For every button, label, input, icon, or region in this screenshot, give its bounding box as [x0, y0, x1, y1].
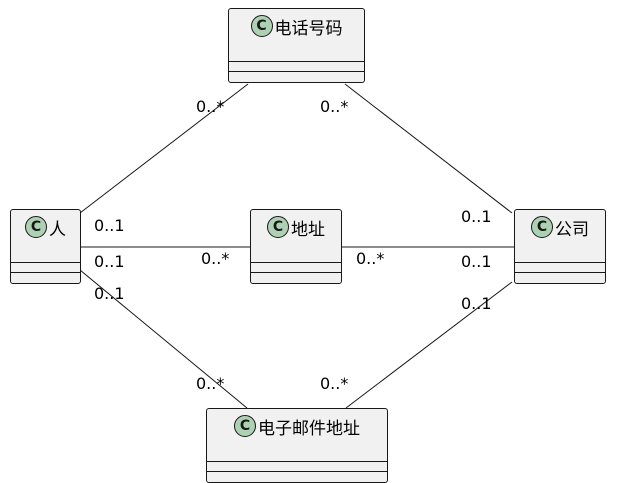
assoc-company-phone [344, 83, 513, 214]
class-stereotype-icon: C [234, 415, 256, 437]
method-separator [229, 71, 364, 72]
mult-company-phone: 0..* [320, 97, 349, 116]
class-name-person: 人 [49, 219, 66, 240]
class-name-company: 公司 [555, 219, 589, 240]
class-address[interactable]: C 地址 [250, 209, 342, 284]
mult-company-upper: 0..1 [461, 207, 492, 226]
assoc-person-email [79, 269, 248, 409]
class-company[interactable]: C 公司 [514, 209, 606, 284]
attribute-separator [207, 461, 387, 462]
mult-person-upper: 0..1 [94, 216, 125, 235]
mult-address-company-target: 0..1 [461, 252, 492, 271]
attribute-separator [11, 262, 80, 263]
attribute-separator [251, 262, 341, 263]
class-name-phone: 电话号码 [274, 18, 343, 39]
assoc-person-phone [79, 83, 249, 214]
class-name-address: 地址 [291, 219, 325, 240]
mult-person-address-source: 0..1 [94, 252, 125, 271]
mult-person-phone: 0..* [196, 97, 225, 116]
mult-company-email-source: 0..1 [461, 294, 492, 313]
class-stereotype-icon: C [25, 216, 47, 238]
mult-company-email-target: 0..* [320, 374, 349, 393]
mult-person-address-target: 0..* [201, 249, 230, 268]
mult-address-company-source: 0..* [356, 249, 385, 268]
assoc-company-email [345, 281, 513, 409]
class-stereotype-icon: C [250, 15, 273, 37]
class-phone[interactable]: C 电话号码 [228, 8, 365, 83]
class-stereotype-icon: C [531, 216, 553, 238]
mult-person-email-source: 0..1 [94, 284, 125, 303]
method-separator [515, 272, 605, 273]
class-person[interactable]: C 人 [10, 209, 81, 284]
method-separator [207, 471, 387, 472]
mult-person-email-target: 0..* [196, 374, 225, 393]
class-email[interactable]: C 电子邮件地址 [206, 408, 388, 483]
class-stereotype-icon: C [267, 216, 289, 238]
attribute-separator [515, 262, 605, 263]
attribute-separator [229, 61, 364, 62]
method-separator [251, 272, 341, 273]
class-name-email: 电子邮件地址 [258, 418, 360, 439]
method-separator [11, 272, 80, 273]
